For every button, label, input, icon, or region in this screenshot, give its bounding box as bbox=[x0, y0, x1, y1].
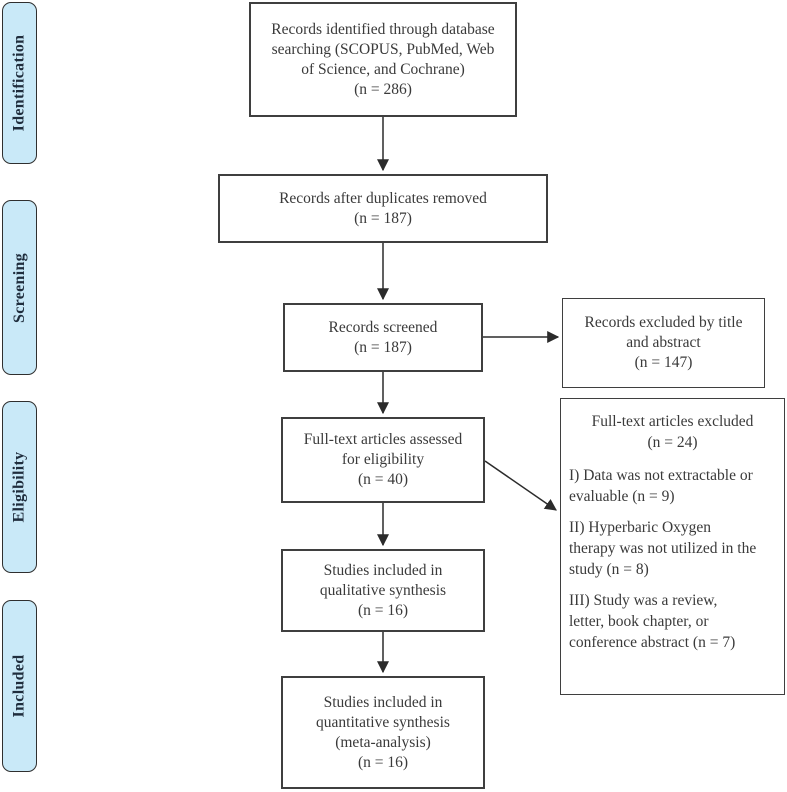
exclusion-reason-2: II) Hyperbaric Oxygen therapy was not ut… bbox=[569, 519, 757, 578]
box-quantitative-synthesis: Studies included in quantitative synthes… bbox=[281, 676, 485, 789]
stage-identification: Identification bbox=[2, 2, 37, 164]
box-qualitative-synthesis: Studies included in qualitative synthesi… bbox=[281, 549, 485, 632]
box-records-screened-text: Records screened (n = 187) bbox=[328, 318, 438, 356]
box-fulltext-assessed: Full-text articles assessed for eligibil… bbox=[281, 417, 485, 503]
box-records-identified: Records identified through database sear… bbox=[249, 2, 517, 117]
box-records-identified-text: Records identified through database sear… bbox=[271, 20, 495, 98]
box-qualitative-synthesis-text: Studies included in qualitative synthesi… bbox=[319, 561, 447, 619]
exclusion-reason-1: I) Data was not extractable or evaluable… bbox=[569, 467, 753, 505]
box-fulltext-excluded: Full-text articles excluded (n = 24) I) … bbox=[560, 398, 785, 695]
stage-screening: Screening bbox=[2, 200, 37, 375]
arrow-fulltext-to-excluded-detail bbox=[484, 460, 557, 511]
box-quantitative-synthesis-text: Studies included in quantitative synthes… bbox=[316, 693, 450, 771]
box-duplicates-removed: Records after duplicates removed (n = 18… bbox=[218, 174, 548, 243]
stage-identification-label: Identification bbox=[10, 34, 28, 132]
stage-included-label: Included bbox=[10, 654, 28, 718]
stage-included: Included bbox=[2, 600, 37, 772]
exclusion-reason-3: III) Study was a review, letter, book ch… bbox=[569, 592, 736, 651]
stage-eligibility-label: Eligibility bbox=[10, 451, 28, 523]
box-duplicates-removed-text: Records after duplicates removed (n = 18… bbox=[279, 189, 487, 227]
box-fulltext-excluded-title: Full-text articles excluded (n = 24) bbox=[591, 413, 754, 451]
box-excluded-title-abstract: Records excluded by title and abstract (… bbox=[562, 298, 765, 388]
stage-screening-label: Screening bbox=[10, 252, 28, 323]
box-records-screened: Records screened (n = 187) bbox=[283, 303, 483, 372]
box-fulltext-assessed-text: Full-text articles assessed for eligibil… bbox=[303, 431, 463, 488]
box-excluded-title-abstract-text: Records excluded by title and abstract (… bbox=[584, 314, 743, 371]
stage-eligibility: Eligibility bbox=[2, 401, 37, 573]
